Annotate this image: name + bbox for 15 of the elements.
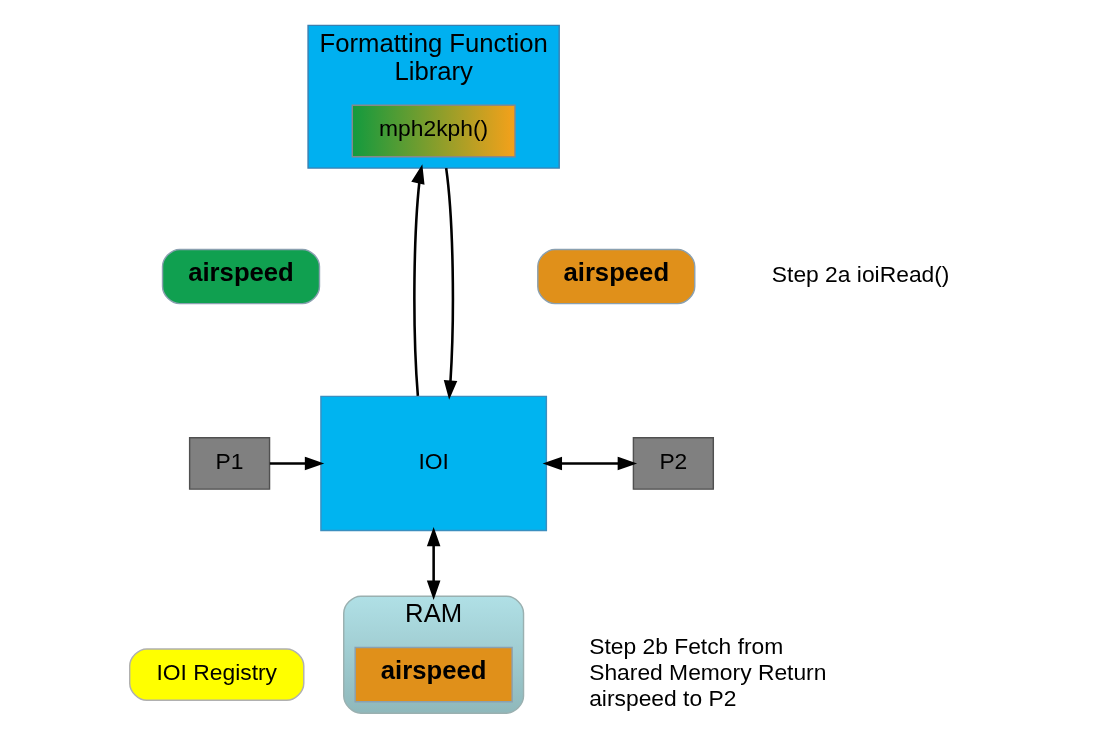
arrow (411, 164, 425, 396)
node-box: IOI Registry (129, 648, 305, 702)
arrow (269, 456, 325, 471)
node-box: P2 (632, 437, 715, 490)
arrow (443, 167, 458, 400)
node-box: mph2kph() (351, 104, 516, 158)
node-box: airspeed (354, 646, 513, 703)
node-box: airspeed (537, 248, 696, 305)
arrow (426, 526, 441, 601)
node-box: IOI (320, 395, 548, 532)
label: Step 2b Fetch from Shared Memory Return airspeed to P2 (589, 633, 827, 711)
arrow (542, 456, 638, 471)
node-box: airspeed (161, 248, 321, 305)
node-box: P1 (188, 437, 271, 490)
label: Step 2a ioiRead() (771, 260, 950, 287)
